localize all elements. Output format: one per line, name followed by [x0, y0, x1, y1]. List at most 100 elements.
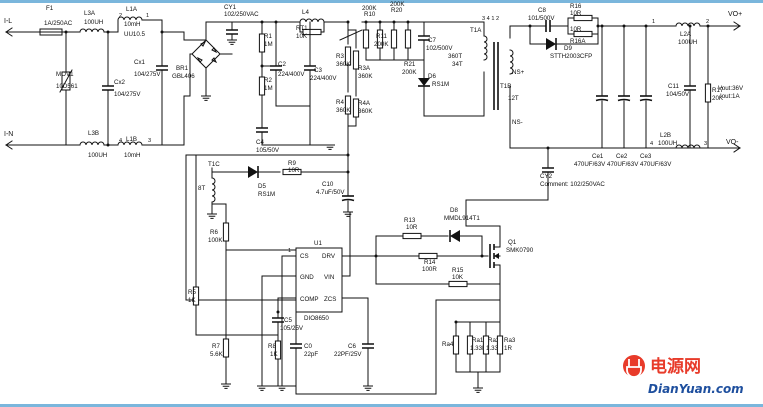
- resistor-ra2: Ra2 1.33R: [482, 321, 503, 373]
- svg-text:ZCS: ZCS: [324, 296, 336, 303]
- svg-text:L3B: L3B: [88, 130, 99, 137]
- svg-text:T1C: T1C: [208, 161, 220, 168]
- svg-text:MMDL914T1: MMDL914T1: [444, 215, 480, 222]
- svg-text:Q1: Q1: [508, 239, 517, 246]
- svg-text:105/50V: 105/50V: [256, 147, 280, 154]
- top-border: [0, 0, 763, 3]
- resistor-r11: R11 200K: [374, 21, 389, 61]
- plug-icon: [626, 359, 642, 382]
- transformer-t1a: T1A 3 4 1 2 360T 34T: [448, 16, 499, 117]
- svg-text:C6: C6: [348, 343, 356, 350]
- svg-text:R16: R16: [570, 3, 582, 10]
- svg-text:360K: 360K: [336, 61, 351, 68]
- svg-text:10R: 10R: [288, 167, 300, 174]
- svg-text:Ce2: Ce2: [616, 153, 628, 160]
- svg-text:200K: 200K: [362, 5, 377, 12]
- resistor-r3a: R3A 360K: [352, 50, 373, 80]
- resistor-r3: R3 360K: [336, 46, 351, 68]
- capacitor-c8: C8 101/500V: [528, 7, 569, 33]
- svg-text:R11: R11: [376, 33, 387, 40]
- svg-text:224/400V: 224/400V: [278, 71, 305, 78]
- ce-values: 470UF/63V 470UF/63V 470UF/63V: [574, 161, 672, 168]
- output-positive-terminal: VO+: [728, 11, 742, 31]
- svg-text:L2A: L2A: [680, 31, 692, 38]
- svg-text:D6: D6: [428, 73, 436, 80]
- svg-text:2: 2: [119, 13, 122, 19]
- svg-text:VO-: VO-: [726, 139, 739, 146]
- svg-text:R4A: R4A: [358, 100, 371, 107]
- svg-text:D9: D9: [564, 45, 572, 52]
- svg-text:100UH: 100UH: [88, 152, 107, 159]
- svg-text:NS+: NS+: [512, 69, 525, 76]
- svg-text:R15: R15: [452, 267, 464, 274]
- svg-text:2: 2: [706, 19, 709, 25]
- watermark-logo: 电源网 DianYuan.com: [623, 355, 744, 396]
- resistor-ra3: Ra3 1R: [496, 321, 516, 373]
- svg-text:1: 1: [652, 19, 655, 25]
- svg-text:102/500V: 102/500V: [426, 45, 453, 52]
- svg-text:10K: 10K: [452, 274, 464, 281]
- vout-current: Iout:1A: [720, 93, 740, 100]
- svg-text:COMP: COMP: [300, 296, 319, 303]
- svg-text:STTH2003CFP: STTH2003CFP: [550, 53, 592, 60]
- svg-text:20K: 20K: [712, 95, 724, 102]
- in-label: I-N: [4, 131, 13, 138]
- watermark-en: DianYuan.com: [648, 382, 744, 396]
- svg-text:1M: 1M: [264, 41, 273, 48]
- svg-text:NS-: NS-: [512, 119, 523, 126]
- svg-text:360T: 360T: [448, 53, 462, 60]
- capacitor-ce3: Ce3: [639, 24, 653, 160]
- svg-text:F1: F1: [46, 5, 54, 12]
- svg-text:BR1: BR1: [176, 65, 189, 72]
- bottom-border: [0, 404, 763, 407]
- svg-text:4.7uF/50V: 4.7uF/50V: [316, 189, 345, 196]
- vout-voltage: Vout:36V: [718, 85, 744, 92]
- svg-text:1: 1: [288, 248, 291, 254]
- resistor-r17: R17 20K: [704, 24, 724, 149]
- svg-text:R6: R6: [210, 229, 218, 236]
- svg-text:4: 4: [650, 141, 653, 147]
- svg-text:R17: R17: [712, 87, 724, 94]
- svg-text:CY2: CY2: [540, 173, 553, 180]
- svg-text:100UH: 100UH: [84, 19, 103, 26]
- svg-text:R16A: R16A: [570, 38, 586, 45]
- svg-text:L4: L4: [302, 9, 309, 16]
- svg-text:104/275V: 104/275V: [114, 91, 141, 98]
- svg-text:DRV: DRV: [322, 253, 336, 260]
- inductor-l1a: L1A 10mH UU10.5 2 1: [117, 6, 163, 38]
- svg-text:R20: R20: [391, 7, 403, 14]
- svg-text:L1B: L1B: [126, 136, 137, 143]
- svg-text:R7: R7: [212, 343, 220, 350]
- svg-text:1R: 1R: [504, 345, 512, 352]
- svg-text:L1A: L1A: [126, 6, 138, 13]
- aux-winding-t1c: T1C 8T: [198, 161, 220, 215]
- resistor-r16a: 10R R16A: [567, 25, 599, 45]
- resistor-r6: R6 100K: [208, 222, 230, 244]
- resistor-r20: 200K R20: [390, 1, 405, 61]
- svg-text:10R: 10R: [406, 224, 418, 231]
- resistor-r5: R5 1K: [188, 154, 200, 306]
- svg-text:10mH: 10mH: [124, 21, 141, 28]
- svg-text:Ra2: Ra2: [488, 337, 500, 344]
- svg-text:C2: C2: [278, 61, 286, 68]
- svg-text:3: 3: [704, 141, 707, 147]
- svg-text:MOV1: MOV1: [56, 71, 74, 78]
- svg-text:3: 3: [148, 138, 151, 144]
- svg-text:5.6K: 5.6K: [210, 351, 224, 358]
- svg-text:C0: C0: [304, 343, 312, 350]
- svg-text:R3: R3: [336, 53, 344, 60]
- svg-text:Ce3: Ce3: [640, 153, 652, 160]
- svg-text:R2: R2: [264, 77, 272, 84]
- svg-text:R10: R10: [364, 11, 376, 18]
- svg-text:360K: 360K: [358, 108, 373, 115]
- resistor-r21: R21 200K: [402, 21, 417, 76]
- resistor-r8: R8 1K: [268, 337, 282, 387]
- svg-text:104/275V: 104/275V: [134, 71, 161, 78]
- svg-text:3 4 1 2: 3 4 1 2: [482, 16, 499, 22]
- svg-text:200K: 200K: [402, 69, 417, 76]
- capacitor-c4: C4 105/50V: [255, 125, 331, 154]
- resistor-r16: R16 10R: [567, 3, 599, 27]
- inductor-l2b: L2B 100UH 4 3: [650, 132, 741, 149]
